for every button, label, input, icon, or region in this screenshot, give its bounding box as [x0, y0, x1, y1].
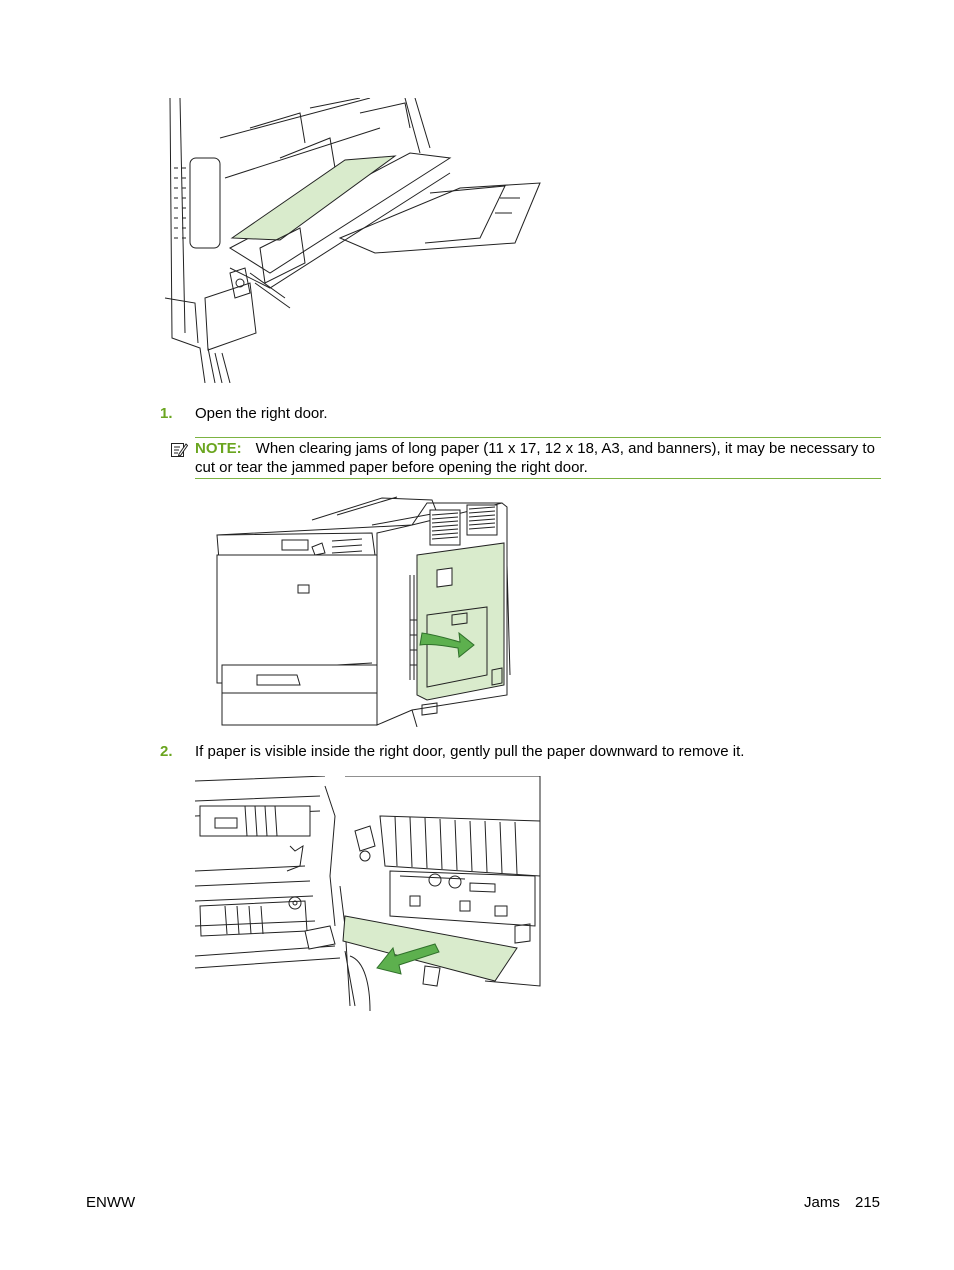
step-2-text: If paper is visible inside the right doo…: [195, 743, 745, 760]
note-top-rule: [195, 437, 881, 438]
step-2-number: 2.: [160, 743, 173, 760]
note-pencil-icon: [171, 443, 188, 457]
step-1-number: 1.: [160, 405, 173, 422]
printer-right-door-illustration: [216, 496, 511, 727]
step-1-text: Open the right door.: [195, 405, 328, 422]
footer-section: Jams: [804, 1194, 840, 1211]
tray-jam-illustration: [164, 98, 541, 383]
note-label: NOTE:: [195, 440, 242, 457]
note-text: When clearing jams of long paper (11 x 1…: [195, 440, 875, 476]
footer-page-number: 215: [855, 1194, 881, 1211]
footer-left: ENWW: [86, 1194, 136, 1211]
note-bottom-rule: [195, 478, 881, 479]
right-door-paper-illustration: [195, 776, 541, 1011]
note-body: NOTE:When clearing jams of long paper (1…: [195, 439, 885, 477]
